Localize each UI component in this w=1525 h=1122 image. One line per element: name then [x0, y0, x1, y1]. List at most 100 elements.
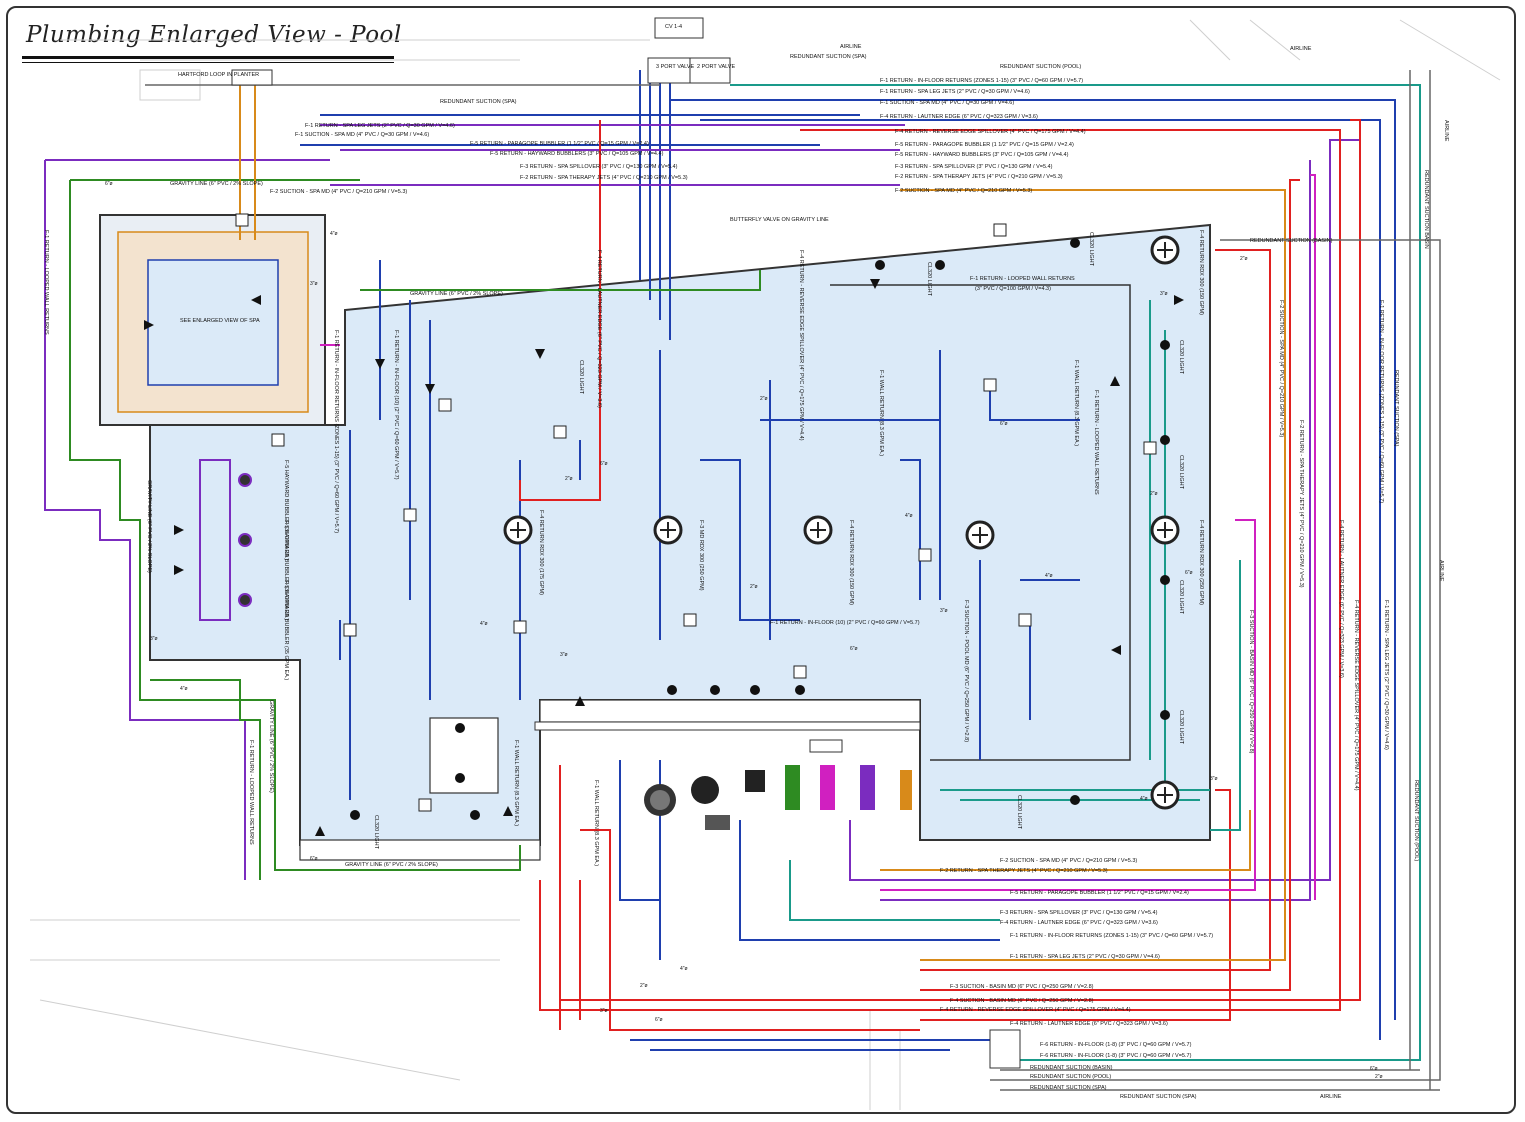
label-top-run: F-3 RETURN - SPA SPILLOVER (3" PVC / Q=1…	[895, 164, 1053, 170]
light-label: CL320 LIGHT	[1178, 580, 1184, 615]
label-see-enlarged: SEE ENLARGED VIEW OF SPA	[180, 318, 260, 324]
fitting-box	[993, 223, 1007, 237]
fitting-box	[1143, 441, 1157, 455]
label-looped-wall-vert: F-1 RETURN - LOOPED WALL RETURNS	[1093, 390, 1099, 495]
label-gravity-left: GRAVITY LINE (6" PVC / 2% SLOPE)	[268, 700, 274, 793]
label-bottom-run: F-4 RETURN - LAUTNER EDGE (6" PVC / Q=32…	[1010, 1021, 1168, 1027]
light-label: CL320 LIGHT	[1088, 232, 1094, 267]
label-airline-vert: AIRLINE	[1443, 120, 1449, 142]
light-label: CL320 LIGHT	[1178, 340, 1184, 375]
fitting-box	[513, 620, 527, 634]
label-two-port: 2 PORT VALVE	[697, 64, 735, 70]
label-suction-pool-vert: F-3 SUCTION - POOL MD (6" PVC / Q=250 GP…	[963, 600, 969, 742]
pipe-size-label: 6"ø	[1000, 421, 1008, 427]
pipe-size-label: 6"ø	[105, 181, 113, 187]
light-label: CL320 LIGHT	[578, 360, 584, 395]
light-icon	[935, 260, 945, 270]
bubbler-icon	[238, 533, 252, 547]
pipe-size-label: 3"ø	[1160, 291, 1168, 297]
light-icon	[710, 685, 720, 695]
diagram-labels: CV 1-4 3 PORT VALVE 2 PORT VALVE HARTFOR…	[43, 24, 1449, 1100]
drain-label: F-4 RETURN RDX 300 (250 GPM)	[1198, 520, 1204, 605]
label-bottom-run: REDUNDANT SUCTION (POOL)	[1030, 1074, 1111, 1080]
label-looped-wall-flow: (3" PVC / Q=100 GPM / V=4.3)	[975, 286, 1051, 292]
light-icon	[1160, 340, 1170, 350]
light-icon	[455, 723, 465, 733]
wall-return-label: F-1 WALL RETURN (8.3 GPM EA.)	[593, 780, 599, 866]
label-bottom-run: F-5 RETURN - PARAGOPE BUBBLER (1 1/2" PV…	[1010, 890, 1189, 896]
label-redundant-pool-vert: REDUNDANT SUCTION (POOL)	[1413, 780, 1419, 861]
label-hartford: HARTFORD LOOP IN PLANTER	[178, 72, 259, 78]
label-inflr-vert: F-1 RETURN - IN-FLOOR (10) (2" PVC / Q=6…	[393, 330, 399, 480]
drain-layer: F-4 RETURN RDX 300 (150 GPM)F-4 RETURN R…	[503, 230, 1204, 810]
label-bottom-run: F-6 RETURN - IN-FLOOR (1-8) (3" PVC / Q=…	[1040, 1053, 1192, 1059]
fitting-box	[235, 213, 249, 227]
label-bottom-run: REDUNDANT SUCTION (SPA)	[1120, 1094, 1197, 1100]
label-top-run-vert: F-4 RETURN - LAUTNER EDGE (6" PVC / Q=32…	[1338, 520, 1344, 678]
light-icon	[1070, 795, 1080, 805]
pipe-size-label: 4"ø	[330, 231, 338, 237]
light-icon	[1160, 710, 1170, 720]
label-looped-spa-vert: F-1 RETURN - LOOPED WALL RETURNS	[43, 230, 49, 335]
flow-arrow-icon	[144, 320, 154, 330]
pipe-size-label: 2"ø	[1240, 256, 1248, 262]
flow-arrow-icon	[174, 525, 184, 535]
label-cv: CV 1-4	[665, 24, 682, 30]
flow-arrow-icon	[575, 696, 585, 706]
label-lautner-vert: F-4 RETURN - LAUTNER EDGE (6" PVC / Q=32…	[596, 250, 602, 408]
pipe-size-label: 3"ø	[150, 636, 158, 642]
main-drain-icon	[1150, 515, 1180, 545]
label-inflr-return: F-1 RETURN - IN-FLOOR (10) (2" PVC / Q=6…	[770, 620, 920, 626]
light-label: CL320 LIGHT	[926, 262, 932, 297]
label-top-run-left: F-1 RETURN - SPA LEG JETS (2" PVC / Q=30…	[305, 123, 455, 129]
label-redundant-spa: REDUNDANT SUCTION (SPA)	[440, 99, 517, 105]
fitting-layer: 6"ø4"ø3"ø2"ø6"ø4"ø3"ø2"ø6"ø4"ø3"ø2"ø6"ø4…	[105, 181, 1383, 1080]
label-looped-bottom-vert: F-1 RETURN - LOOPED WALL RETURNS	[248, 740, 254, 845]
pipe-size-label: 2"ø	[1375, 1074, 1383, 1080]
pipe-size-label: 6"ø	[850, 646, 858, 652]
label-top-run: F-5 RETURN - PARAGOPE BUBBLER (1 1/2" PV…	[895, 142, 1074, 148]
flow-arrow-icon	[375, 359, 385, 369]
title-underline-thin	[22, 62, 394, 63]
label-bottom-run: F-3 SUCTION - BASIN MD (6" PVC / Q=250 G…	[950, 984, 1094, 990]
site-background	[30, 19, 1501, 1110]
label-spillover-vert: F-4 RETURN - REVERSE EDGE SPILLOVER (4" …	[798, 250, 804, 441]
flow-arrow-icon	[1110, 376, 1120, 386]
pipe-size-label: 3"ø	[310, 281, 318, 287]
light-layer: CL320 LIGHT CL320 LIGHT CL320 LIGHT CL320 L…	[238, 232, 1184, 866]
pipe-size-label: 4"ø	[680, 966, 688, 972]
flow-arrow-icon	[870, 279, 880, 289]
light-label: CL320 LIGHT	[373, 815, 379, 850]
flow-arrow-icon	[503, 806, 513, 816]
label-bottom-run: REDUNDANT SUCTION (SPA)	[1030, 1085, 1107, 1091]
fitting-box	[683, 613, 697, 627]
main-drain-icon	[653, 515, 683, 545]
label-bottom-run: F-2 RETURN - SPA THERAPY JETS (4" PVC / …	[940, 868, 1108, 874]
label-top-run-vert: F-2 RETURN - SPA THERAPY JETS (4" PVC / …	[1298, 420, 1304, 588]
label-top-run: F-4 RETURN - REVERSE EDGE SPILLOVER (4" …	[895, 129, 1086, 135]
label-top-run: F-1 SUCTION - SPA MD (4" PVC / Q=30 GPM …	[880, 100, 1014, 106]
label-bottom-run: F-4 RETURN - REVERSE EDGE SPILLOVER (4" …	[940, 1007, 1131, 1013]
main-drain-icon	[803, 515, 833, 545]
pipe-size-label: 2"ø	[565, 476, 573, 482]
label-bottom-run-vert: F-4 RETURN - REVERSE EDGE SPILLOVER (4" …	[1353, 600, 1359, 791]
wall-return-label: F-1 WALL RETURN (8.3 GPM EA.)	[1073, 360, 1079, 446]
label-top-run-left: F-2 RETURN - SPA THERAPY JETS (4" PVC / …	[520, 175, 688, 181]
light-icon	[470, 810, 480, 820]
drain-label: F-4 RETURN RDX 300 (175 GPM)	[538, 510, 544, 595]
label-three-port: 3 PORT VALVE	[656, 64, 694, 70]
label-top-run-vert: F-1 RETURN - SPA LEG JETS (2" PVC / Q=30…	[1383, 600, 1389, 750]
label-top-run-vert: F-1 RETURN - IN-FLOOR RETURNS (ZONES 1-1…	[1378, 300, 1384, 503]
label-top-run-vert: F-2 SUCTION - SPA MD (4" PVC / Q=210 GPM…	[1278, 300, 1284, 437]
label-bottom-run: F-3 RETURN - SPA SPILLOVER (3" PVC / Q=1…	[1000, 910, 1158, 916]
pipe-size-label: 4"ø	[905, 513, 913, 519]
label-bottom-run: F-4 SUCTION - BASIN MD (6" PVC / Q=250 G…	[950, 998, 1094, 1004]
pipe-size-label: 6"ø	[655, 1017, 663, 1023]
pipe-size-label: 6"ø	[1370, 1066, 1378, 1072]
pipe-size-label: 6"ø	[1185, 570, 1193, 576]
label-top-run: F-1 RETURN - SPA LEG JETS (2" PVC / Q=30…	[880, 89, 1030, 95]
pipe-size-label: 2"ø	[640, 983, 648, 989]
main-drain-icon	[1150, 780, 1180, 810]
pipe-size-label: 6"ø	[310, 856, 318, 862]
bubbler-icon	[238, 473, 252, 487]
